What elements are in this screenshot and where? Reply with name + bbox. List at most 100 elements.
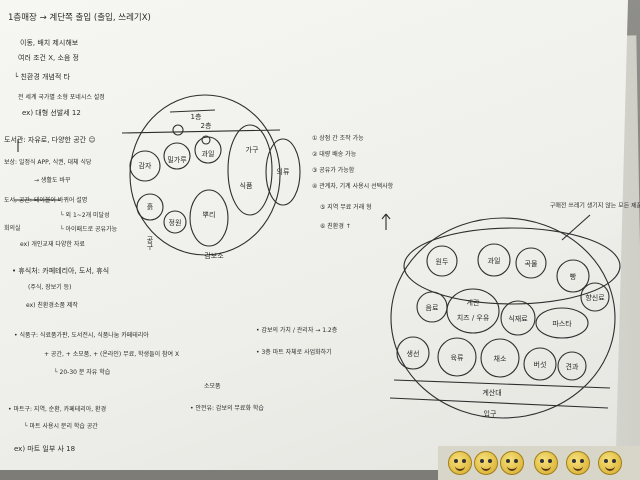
emoji-sticker [534, 451, 558, 475]
note-line: • 감보의 가치 / 관리자 → 1.2층 [256, 327, 338, 334]
note-line: (주식, 장보기 등) [28, 284, 72, 291]
note-line: └ 친환경 개념적 타 [14, 73, 70, 81]
diagram1-circle [136, 193, 164, 221]
note-line: └ 마트 사용시 분리 학습 공간 [24, 423, 98, 430]
note-line: • 안전유: 감보의 무료화 학습 [190, 405, 264, 412]
diagram2-circle [580, 282, 610, 312]
diagram2-cell-label: 원두 [435, 258, 449, 266]
note-line: 회의실 [4, 225, 21, 232]
note-line: • 휴식처: 카페테리아, 도서, 휴식 [12, 267, 110, 275]
diagram2-circle [396, 336, 430, 370]
diagram1-cell-label: 공구 [146, 236, 154, 250]
emoji-sticker [566, 451, 590, 475]
note-heading: 1층매장 → 계단쪽 출입 (출입, 쓰레기X) [8, 13, 151, 23]
list-item: ③ 공유가 가능함 [312, 167, 355, 174]
note-line: 보상: 일정식 APP, 식권, 대체 식당 [4, 159, 92, 166]
diagram2-band-bottom [389, 397, 609, 409]
diagram1-cell-label: 뿌리 [202, 211, 216, 219]
note-line: └ 아이패드로 공유가능 [60, 226, 118, 233]
diagram1-cell-label: 정원 [168, 219, 182, 227]
note-line: 여러 조건 X, 소음 정 [18, 54, 80, 62]
diagram2-circle [557, 351, 587, 381]
diagram2-band-label: 계산대 [482, 389, 502, 397]
emoji-sticker [500, 451, 524, 475]
note-line: → 생활도 바꾸 [34, 177, 71, 184]
diagram1-top-line [121, 129, 281, 134]
diagram2-band-top [393, 379, 611, 389]
diagram2-cell-label: 육류 [450, 354, 464, 362]
emoji-sticker [448, 451, 472, 475]
diagram2-circle [477, 243, 511, 277]
diagram2-cell-label: 생선 [406, 350, 420, 358]
diagram1-small-circle [172, 124, 184, 136]
note-line: ex) 대형 선발세 12 [22, 109, 81, 117]
note-line: • 식품구: 식료품가판, 도서전시, 식품나눔 카페테리아 [14, 332, 149, 339]
list-item: ④ 관계자, 기계 사용시 선택사항 [312, 183, 394, 190]
diagram2-circle [437, 337, 477, 377]
paper-sheet [0, 0, 628, 470]
diagram2-circle [523, 347, 557, 381]
diagram1-top-label: 1층 [190, 113, 202, 121]
diagram2-cell-label: 빵 [569, 273, 577, 281]
diagram2-cell-label: 치즈 / 우유 [456, 314, 490, 322]
diagram1-arrow-line [169, 109, 216, 113]
diagram2-cell-label: 견과 [565, 363, 579, 371]
diagram1-circle [227, 124, 273, 216]
diagram2-cell-label: 계란 [466, 299, 480, 307]
diagram2-cell-label: 향신료 [585, 294, 605, 302]
diagram2-cell-label: 채소 [493, 355, 507, 363]
diagram2-circle [535, 307, 589, 339]
diagram1-cell-label: 식품 [239, 182, 253, 190]
emoji-sticker [474, 451, 498, 475]
note-line: + 공간, + 소모품, + (온라인) 무료, 학생들이 참여 X [44, 351, 180, 358]
emoji-sticker [598, 451, 622, 475]
note-line: 소모품 [204, 383, 221, 390]
diagram2-cell-label: 과일 [487, 257, 501, 265]
diagram2-circle [446, 288, 500, 334]
list-item: ⑤ 지역 무료 거래 형 [320, 204, 372, 211]
diagram2-circle [426, 245, 458, 277]
diagram1-circle [265, 138, 301, 206]
note-line: 전 세계 국가별 소형 포네시스 설정 [18, 94, 105, 101]
note-line: • 3층 마트 자체로 사업화하기 [256, 349, 332, 356]
diagram2-cell-label: 음료 [425, 304, 439, 312]
diagram1-top-label: 2층 [200, 122, 212, 130]
note-line: 도서, 공간: 테이블이 바뀌어 설명 [4, 197, 88, 204]
diagram2-note: 구매전 쓰레기 생기지 않는 모든 제품 [549, 202, 640, 210]
diagram1-circle [189, 189, 229, 247]
list-item: ① 상점 간 조작 가능 [312, 135, 364, 142]
list-item: ② 대량 배송 가능 [312, 151, 357, 158]
diagram2-inner-oval [403, 227, 621, 305]
note-line: └ 20-30 분 자유 학습 [54, 369, 111, 376]
diagram2-cell-label: 곡물 [524, 260, 538, 268]
diagram1-cell-label: 과일 [201, 150, 215, 158]
diagram1-circle [194, 136, 222, 164]
diagram1-bottom-label: 감보소 [204, 252, 224, 260]
diagram2-cell-label: 버섯 [533, 361, 547, 369]
diagram1-outer-circle [129, 94, 281, 256]
note-line: 이동, 배치 제시해보 [20, 39, 79, 47]
note-line: ex) 마트 일부 사 18 [14, 445, 76, 453]
diagram2-circle [556, 259, 590, 293]
diagram1-circle [129, 150, 161, 182]
diagram1-cell-label: 감자 [138, 162, 152, 170]
arrow-head [381, 213, 387, 220]
note-line: ex) 개인교재 다양한 자료 [20, 241, 85, 248]
diagram2-outer-circle [390, 217, 616, 419]
diagram1-circle [163, 142, 191, 170]
note-line: └ 외 1~2개 미달성 [60, 212, 110, 219]
note-line: 도서관: 자유로, 다양한 공간 ☺ [4, 136, 96, 144]
diagram1-cell-label: 흙 [146, 203, 154, 211]
diagram1-cell-label: 의류 [276, 168, 290, 176]
list-item: ⑥ 친환경 ↑ [320, 223, 351, 230]
diagram2-bottom-label: 입구 [483, 410, 497, 418]
diagram2-circle [480, 338, 520, 378]
note-line: ex) 친환경소품 제작 [26, 302, 78, 309]
diagram2-cell-label: 식재료 [508, 315, 528, 323]
arrow-head [385, 213, 391, 220]
note-line: • 마트구: 지역, 순환, 카페테리아, 환경 [8, 406, 107, 413]
diagram1-circle [163, 210, 187, 234]
diagram2-cell-label: 파스타 [552, 320, 572, 328]
diagram1-cell-label: 가구 [245, 146, 259, 154]
